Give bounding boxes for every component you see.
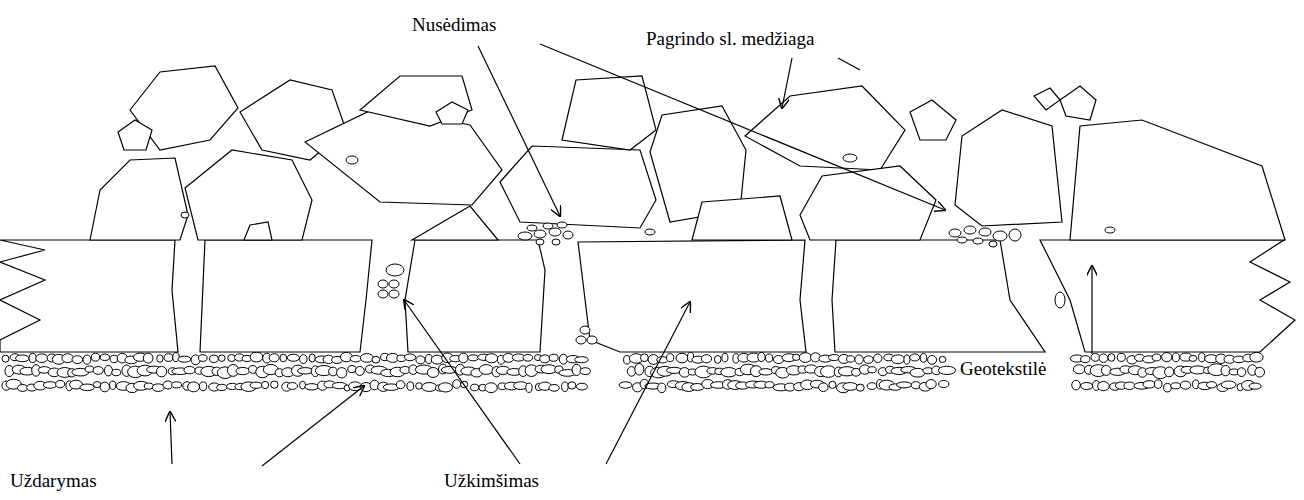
rocks (90, 66, 1285, 240)
part-label: Uždarymas (8, 470, 99, 492)
part-label: Užkimšimas (442, 470, 541, 492)
geotextile-blocks (0, 240, 1295, 352)
gravel-layer (2, 352, 1265, 393)
part-label: Pagrindo sl. medžiaga (644, 28, 816, 50)
leader-arrows (170, 44, 1092, 466)
part-label: Nusėdimas (410, 14, 498, 36)
fine-particles (181, 154, 1115, 344)
part-label: Geotekstilė (958, 358, 1049, 380)
